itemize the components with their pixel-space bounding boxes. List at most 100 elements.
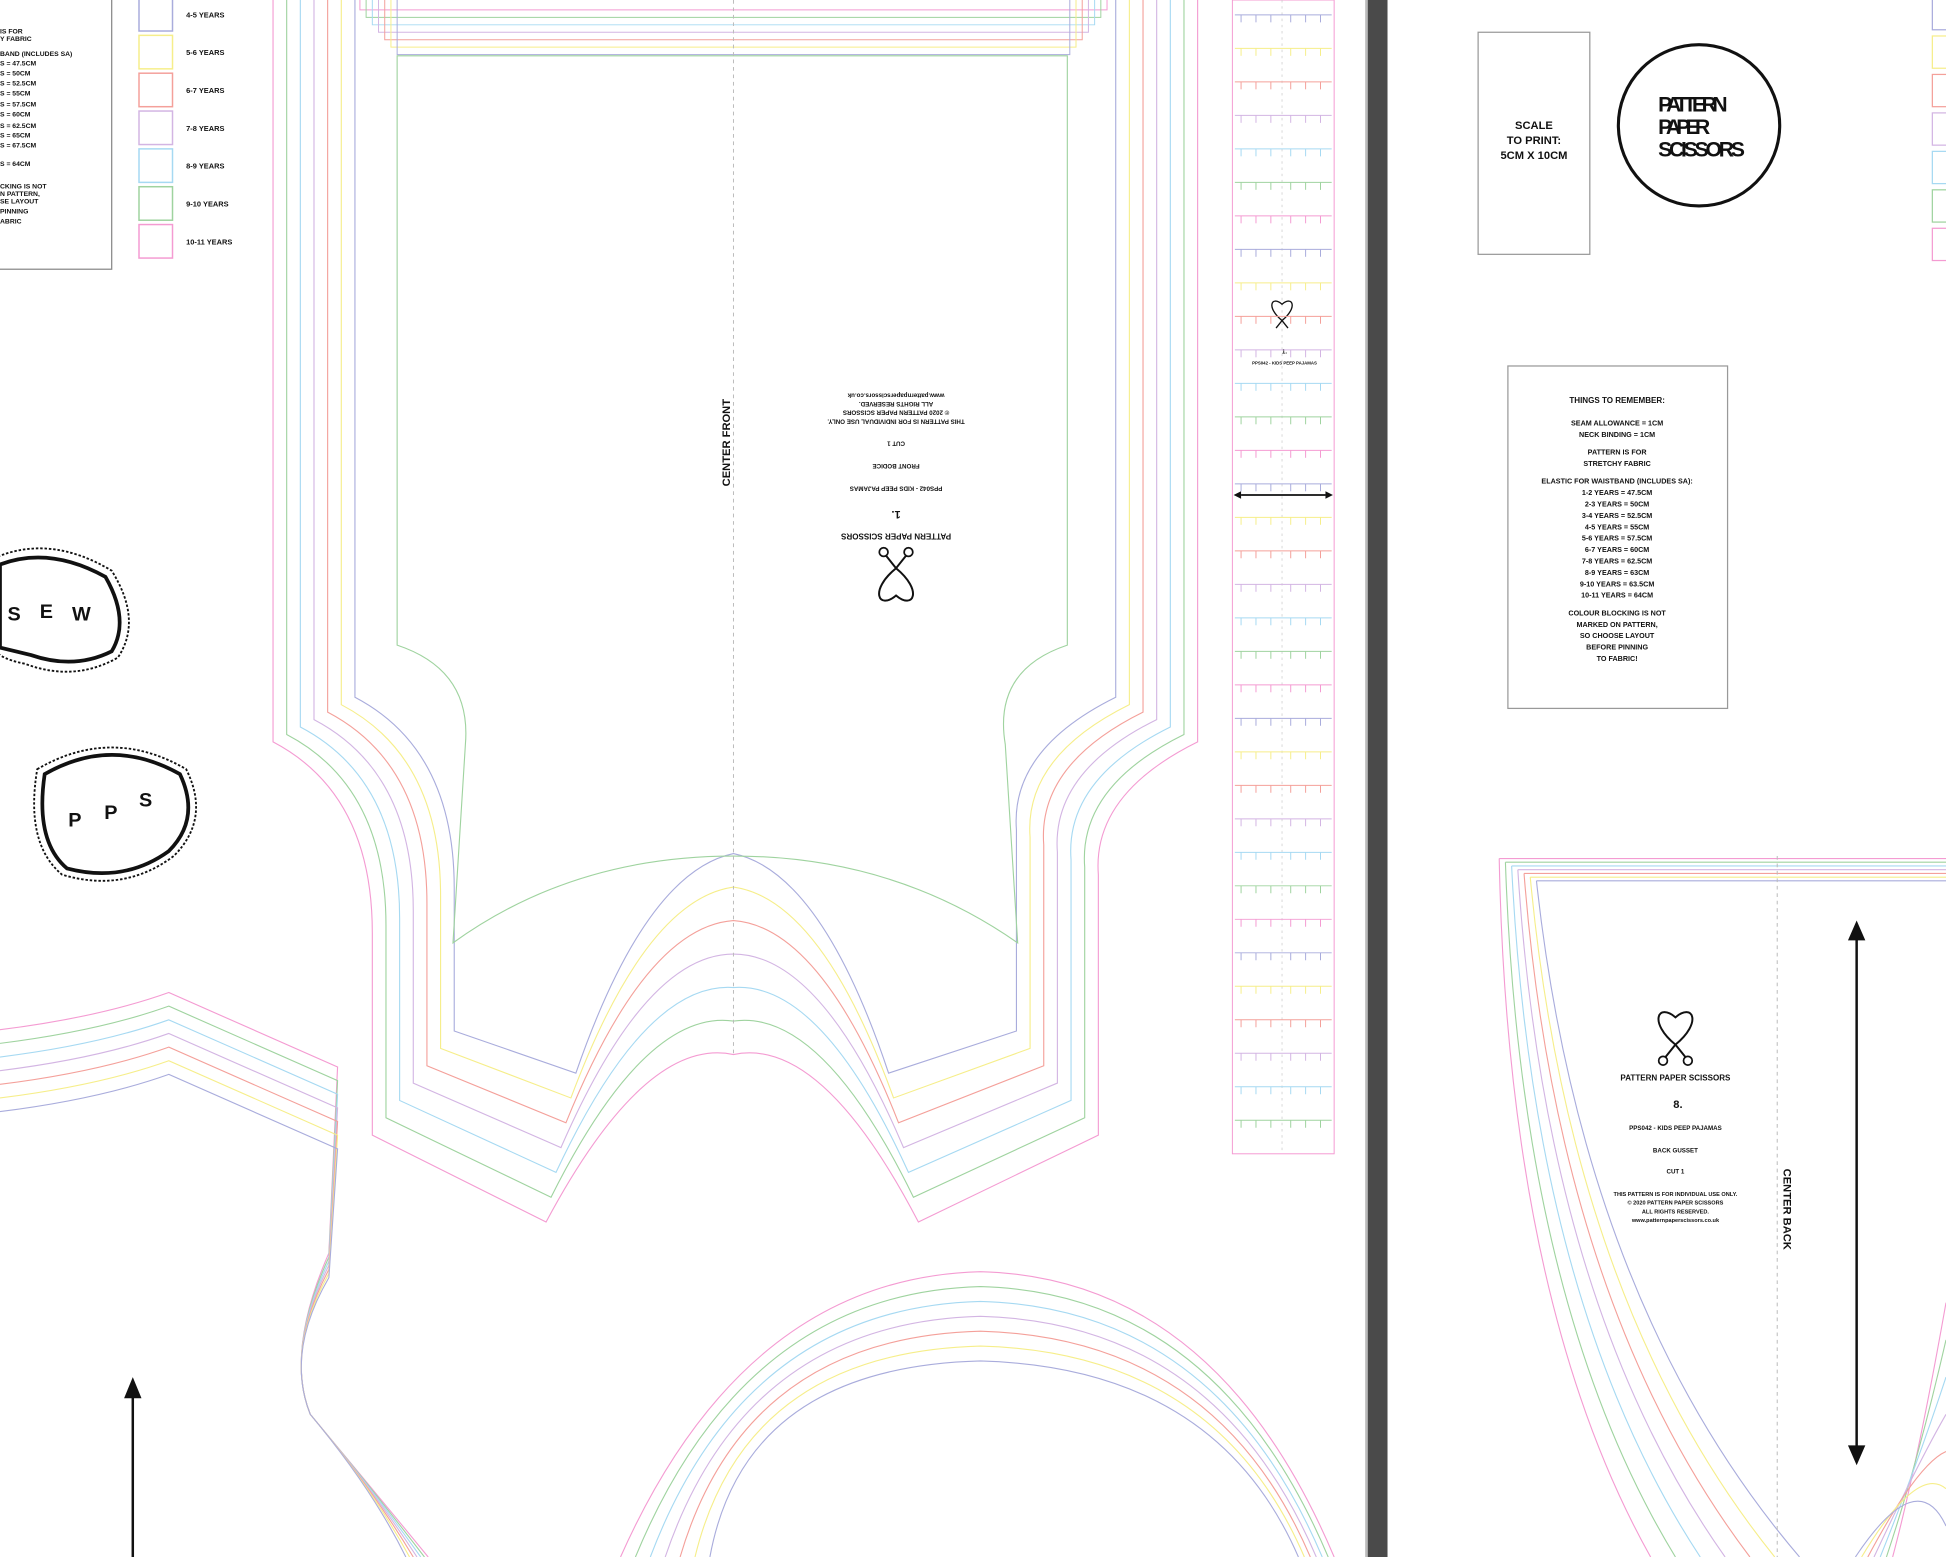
sticker-letter: W bbox=[72, 603, 91, 625]
reminder-line: 1-2 YEARS = 47.5CM bbox=[1582, 488, 1652, 497]
piece-number: 1. bbox=[891, 508, 900, 520]
reminder-line: 3-4 YEARS = 52.5CM bbox=[1582, 511, 1652, 520]
size-label: 6-7 YEARS bbox=[186, 86, 224, 95]
reminder-line: MARKED ON PATTERN, bbox=[1577, 620, 1658, 629]
size-label: 8-9 YEARS bbox=[186, 162, 224, 171]
sticker-letter: P bbox=[104, 802, 117, 824]
size-label: 7-8 YEARS bbox=[186, 124, 224, 133]
pattern-title: PPS042 - KIDS PEEP PAJAMAS bbox=[850, 484, 943, 491]
notice-line: THIS PATTERN IS FOR INDIVIDUAL USE ONLY. bbox=[1614, 1192, 1738, 1198]
size-outline bbox=[1523, 873, 1751, 1558]
notice-line: ALL RIGHTS RESERVED. bbox=[859, 400, 934, 407]
size-outline bbox=[1885, 1339, 1946, 1558]
legend-text: S = 47.5CM bbox=[0, 61, 36, 68]
lower-left-piece-outlines bbox=[0, 991, 429, 1558]
legend-text: Y FABRIC bbox=[0, 36, 32, 43]
center-front-label: CENTER FRONT bbox=[721, 399, 733, 487]
size-outline bbox=[354, 0, 1117, 1074]
reminder-line: 7-8 YEARS = 62.5CM bbox=[1582, 556, 1652, 565]
reminder-line: PATTERN IS FOR bbox=[1588, 448, 1648, 457]
size-swatch bbox=[1931, 35, 1946, 69]
pattern-title: PPS042 - KIDS PEEP PAJAMAS bbox=[1252, 361, 1317, 366]
size-swatch bbox=[1931, 150, 1946, 185]
grainline-arrow bbox=[1847, 920, 1866, 1466]
sticker-letter: S bbox=[7, 603, 20, 625]
sew-fist-sticker: S E W bbox=[0, 547, 130, 673]
size-outline bbox=[1511, 865, 1701, 1558]
size-outline bbox=[694, 1345, 1305, 1558]
legend-text: S = 60CM bbox=[0, 112, 31, 119]
scale-box: SCALE TO PRINT: 5CM X 10CM bbox=[1477, 31, 1591, 255]
reminder-line: 4-5 YEARS = 55CM bbox=[1585, 522, 1649, 531]
size-swatch bbox=[1931, 0, 1946, 31]
reminder-line: STRETCHY FABRIC bbox=[1583, 459, 1650, 468]
grainline-arrow bbox=[1233, 491, 1333, 499]
reminder-line: SO CHOOSE LAYOUT bbox=[1580, 631, 1655, 640]
size-outline bbox=[1535, 880, 1800, 1558]
reminder-line: TO FABRIC! bbox=[1597, 654, 1638, 663]
legend-text: S = 52.5CM bbox=[0, 81, 36, 88]
bottom-piece-outlines bbox=[620, 1271, 1335, 1558]
size-swatch bbox=[138, 0, 174, 32]
reminder-line: 5-6 YEARS = 57.5CM bbox=[1582, 534, 1652, 543]
size-swatch bbox=[138, 34, 174, 70]
reminder-line: 9-10 YEARS = 63.5CM bbox=[1580, 579, 1654, 588]
logo-text: PATTERN bbox=[1658, 94, 1728, 117]
size-outline bbox=[1867, 1451, 1946, 1558]
size-outline bbox=[709, 1360, 1299, 1558]
legend-text: ABRIC bbox=[0, 218, 22, 225]
notice-line: www.patternpaperscissors.co.uk bbox=[847, 391, 945, 398]
size-outline bbox=[679, 1330, 1311, 1558]
reminder-line: 2-3 YEARS = 50CM bbox=[1585, 499, 1649, 508]
size-outline bbox=[649, 1300, 1323, 1558]
legend-text: S = 67.5CM bbox=[0, 143, 36, 150]
legend-text: S = 65CM bbox=[0, 133, 31, 140]
legend-text: S = 50CM bbox=[0, 71, 31, 78]
notice-line: © 2020 PATTERN PAPER SCISSORS bbox=[843, 409, 949, 416]
size-swatch bbox=[1931, 73, 1946, 108]
scale-text: TO PRINT: bbox=[1507, 135, 1561, 147]
size-label: 9-10 YEARS bbox=[186, 200, 228, 209]
legend-text: S = 55CM bbox=[0, 91, 31, 98]
size-outline bbox=[1498, 858, 1652, 1558]
logo-text: PAPER bbox=[1658, 116, 1710, 139]
pps-fist-sticker: P P S bbox=[33, 746, 197, 882]
legend-text: CKING IS NOT bbox=[0, 184, 47, 191]
reminder-line: 8-9 YEARS = 63CM bbox=[1585, 568, 1649, 577]
legend-text: S = 64CM bbox=[0, 161, 31, 168]
notice-line: www.patternpaperscissors.co.uk bbox=[1631, 1218, 1720, 1224]
scale-text: 5CM X 10CM bbox=[1500, 150, 1567, 162]
sticker-letter: S bbox=[139, 789, 152, 811]
cut-count: CUT 1 bbox=[887, 440, 905, 447]
size-outline bbox=[1504, 862, 1676, 1558]
legend-text: S = 57.5CM bbox=[0, 102, 36, 109]
brand-text: PATTERN PAPER SCISSORS bbox=[840, 531, 951, 540]
size-outline bbox=[1517, 869, 1726, 1558]
size-outline bbox=[1861, 1483, 1946, 1558]
reminder-line: SEAM ALLOWANCE = 1CM bbox=[1571, 419, 1663, 428]
reminder-line: ELASTIC FOR WAISTBAND (INCLUDES SA): bbox=[1541, 477, 1692, 486]
legend-text: N PATTERN, bbox=[0, 191, 40, 198]
size-outline bbox=[634, 1285, 1329, 1558]
back-gusset-outlines bbox=[1498, 857, 1946, 1558]
size-label: 5-6 YEARS bbox=[186, 48, 224, 57]
size-swatch bbox=[1931, 227, 1946, 262]
size-outline bbox=[0, 1073, 407, 1558]
grainline-arrow bbox=[124, 1377, 142, 1557]
neckband-strip: 1. PPS042 - KIDS PEEP PAJAMAS bbox=[1231, 0, 1335, 1155]
heart-scissors-icon bbox=[1271, 300, 1293, 329]
size-swatch bbox=[138, 72, 174, 108]
legend-text: SE LAYOUT bbox=[0, 198, 39, 205]
piece-number: 8. bbox=[1673, 1099, 1682, 1111]
notice-line: ALL RIGHTS RESERVED. bbox=[1642, 1209, 1710, 1215]
reminder-line: NECK BINDING = 1CM bbox=[1579, 430, 1655, 439]
legend-swatches-edge bbox=[1931, 0, 1946, 262]
reminders-title: THINGS TO REMEMBER: bbox=[1569, 396, 1665, 405]
center-back-label: CENTER BACK bbox=[1780, 1169, 1792, 1250]
pattern-title: PPS042 - KIDS PEEP PAJAMAS bbox=[1629, 1125, 1722, 1132]
legend-text: BAND (INCLUDES SA) bbox=[0, 51, 72, 58]
sticker-letter: E bbox=[40, 601, 53, 623]
size-outline bbox=[340, 0, 1130, 1099]
